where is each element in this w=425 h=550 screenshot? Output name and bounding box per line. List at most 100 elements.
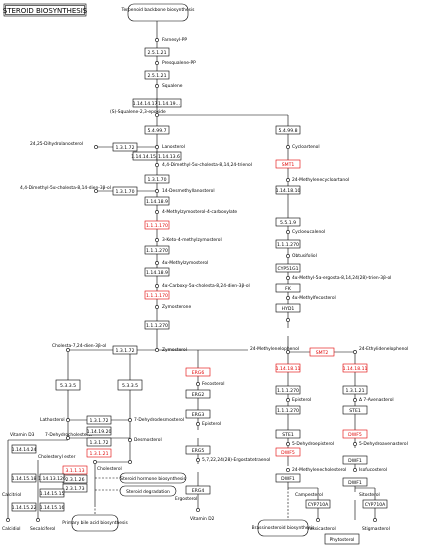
compound-node[interactable] [196,458,200,462]
compound-node[interactable] [155,145,159,149]
enzyme-box[interactable] [11,473,37,483]
enzyme-box-highlighted[interactable] [275,447,301,457]
compound-node[interactable] [353,442,357,446]
enzyme-box-highlighted[interactable] [342,363,368,373]
enzyme-box[interactable] [275,385,301,395]
compound-node[interactable] [286,318,290,322]
enzyme-box[interactable] [112,186,138,196]
map-link-steroid-hormone[interactable] [119,472,187,484]
compound-node[interactable] [155,305,159,309]
compound-node[interactable] [6,518,10,522]
compound-node[interactable] [155,348,159,352]
compound-node[interactable] [286,178,290,182]
compound-node[interactable] [93,460,97,464]
compound-node[interactable] [286,296,290,300]
compound-node[interactable] [286,350,290,354]
enzyme-box[interactable] [11,444,37,454]
compound-node[interactable] [155,210,159,214]
enzyme-box[interactable] [342,405,368,415]
enzyme-box-highlighted[interactable] [144,220,170,230]
enzyme-box-highlighted[interactable] [185,367,211,377]
compound-node[interactable] [316,518,320,522]
compound-node[interactable] [155,84,159,88]
compound-node[interactable] [286,254,290,258]
compound-node[interactable] [286,145,290,149]
enzyme-box[interactable] [86,426,112,436]
enzyme-box[interactable] [342,385,368,395]
enzyme-box[interactable] [275,303,301,313]
enzyme-box[interactable] [275,263,301,273]
compound-node[interactable] [36,518,40,522]
enzyme-box-highlighted[interactable] [62,465,88,475]
enzyme-box-highlighted[interactable] [144,290,170,300]
compound-node[interactable] [353,350,357,354]
enzyme-box[interactable] [86,437,112,447]
compound-node[interactable] [66,418,70,422]
enzyme-box[interactable] [275,125,301,135]
enzyme-box[interactable] [275,283,301,293]
enzyme-box[interactable] [55,379,81,391]
enzyme-box[interactable] [275,185,301,195]
enzyme-box[interactable] [112,345,138,355]
enzyme-box-highlighted[interactable] [275,363,301,373]
enzyme-box[interactable] [39,488,65,498]
compound-node[interactable] [353,468,357,472]
compound-node[interactable] [155,284,159,288]
enzyme-box[interactable] [39,473,65,483]
enzyme-box[interactable] [275,217,301,227]
enzyme-box[interactable] [86,415,112,425]
enzyme-box[interactable] [342,455,368,465]
compound-node[interactable] [155,163,159,167]
compound-node[interactable] [155,238,159,242]
compound-node[interactable] [66,348,70,352]
enzyme-box[interactable] [11,502,37,512]
enzyme-box[interactable] [62,483,88,493]
enzyme-box[interactable] [275,239,301,249]
compound-node[interactable] [286,468,290,472]
compound-node[interactable] [94,145,98,149]
compound-node[interactable] [155,61,159,65]
enzyme-box-highlighted[interactable] [86,448,112,458]
enzyme-box[interactable] [275,405,301,415]
enzyme-box[interactable] [305,499,331,509]
compound-node[interactable] [66,436,70,440]
enzyme-box[interactable] [342,477,368,487]
compound-node[interactable] [128,418,132,422]
enzyme-box[interactable] [275,429,301,439]
map-link-steroid-degradation[interactable] [119,485,177,497]
enzyme-box[interactable] [185,409,211,419]
enzyme-box[interactable] [275,473,301,483]
compound-node[interactable] [155,38,159,42]
enzyme-box[interactable] [185,445,211,455]
enzyme-box[interactable] [156,98,182,108]
enzyme-box[interactable] [144,70,170,80]
compound-node[interactable] [196,508,200,512]
enzyme-box[interactable] [144,47,170,57]
enzyme-box[interactable] [185,485,211,495]
compound-node[interactable] [286,398,290,402]
compound-node[interactable] [286,230,290,234]
enzyme-box-highlighted[interactable] [275,159,301,169]
enzyme-box[interactable] [144,267,170,277]
compound-node[interactable] [196,422,200,426]
compound-node[interactable] [155,113,159,117]
compound-node[interactable] [128,460,132,464]
compound-node[interactable] [155,189,159,193]
enzyme-box[interactable] [362,499,388,509]
enzyme-box-highlighted[interactable] [342,429,368,439]
compound-node[interactable] [286,442,290,446]
compound-node[interactable] [373,518,377,522]
enzyme-box[interactable] [112,142,138,152]
map-link-phytosterol[interactable] [324,533,360,545]
compound-node[interactable] [196,382,200,386]
map-link-primary-bile-acid[interactable] [71,514,119,532]
enzyme-box[interactable] [185,389,211,399]
enzyme-box[interactable] [144,196,170,206]
compound-node[interactable] [128,438,132,442]
compound-node[interactable] [155,261,159,265]
compound-node[interactable] [94,189,98,193]
map-link-brassinosteroid[interactable] [257,519,309,537]
enzyme-box[interactable] [156,151,182,161]
enzyme-box[interactable] [117,379,143,391]
enzyme-box-highlighted[interactable] [309,347,335,357]
